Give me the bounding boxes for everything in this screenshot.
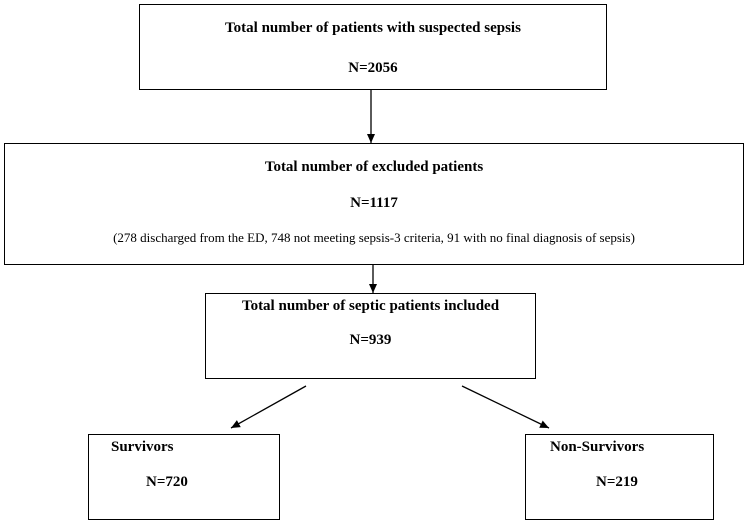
survivors-count: N=720 [146, 474, 188, 490]
non-survivors-count: N=219 [596, 474, 638, 490]
included-patients-box: Total number of septic patients included… [205, 293, 536, 379]
arrow-included-to-non-survivors [461, 385, 550, 429]
survivors-title: Survivors [111, 439, 174, 455]
survivors-box: Survivors N=720 [88, 434, 280, 520]
suspected-sepsis-title: Total number of patients with suspected … [225, 20, 521, 36]
suspected-sepsis-box: Total number of patients with suspected … [139, 4, 607, 90]
included-patients-title: Total number of septic patients included [241, 298, 500, 314]
arrow-included-to-survivors [230, 385, 307, 429]
non-survivors-box: Non-Survivors N=219 [525, 434, 714, 520]
excluded-patients-title: Total number of excluded patients [264, 159, 484, 175]
excluded-patients-breakdown: (278 discharged from the ED, 748 not mee… [113, 230, 635, 245]
included-patients-count: N=939 [349, 332, 392, 348]
non-survivors-title: Non-Survivors [550, 439, 645, 455]
excluded-patients-box: Total number of excluded patients N=1117… [4, 143, 744, 265]
excluded-patients-count: N=1117 [350, 195, 398, 211]
suspected-sepsis-count: N=2056 [348, 60, 398, 76]
